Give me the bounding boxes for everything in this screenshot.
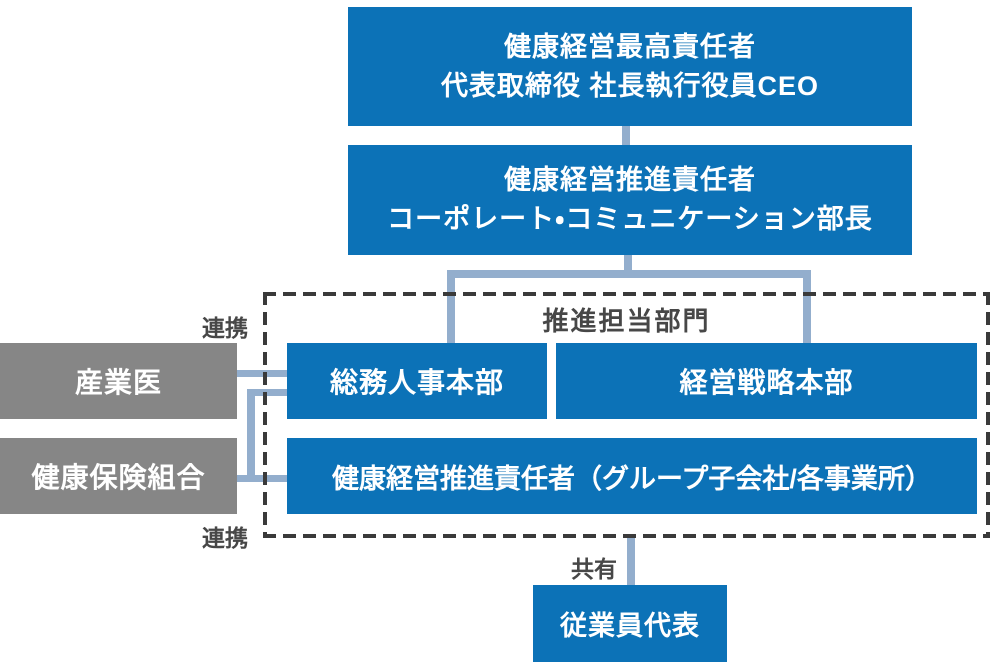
group-promoter-label: 健康経営推進責任者（グループ子会社/各事業所） bbox=[332, 463, 932, 494]
connector-share-to-employee bbox=[627, 537, 635, 585]
promoter-subtitle: コーポレート・コミュニケーション部長 bbox=[387, 204, 873, 234]
dept-frame-border-top bbox=[263, 292, 990, 296]
connector-split-horizontal bbox=[447, 270, 811, 278]
connector-drop-to-keiei bbox=[803, 270, 811, 343]
sangyoui-label: 産業医 bbox=[74, 367, 162, 398]
soumu-label: 総務人事本部 bbox=[329, 367, 504, 398]
kenpo-label: 健康保険組合 bbox=[31, 462, 206, 493]
dept-frame-border-left bbox=[263, 292, 267, 538]
kenpo-box: 健康保険組合 bbox=[0, 438, 237, 514]
ceo-title: 健康経営最高責任者 bbox=[504, 31, 756, 62]
kyouyu-label: 共有 bbox=[571, 556, 617, 582]
dept-frame-border-bottom bbox=[263, 534, 990, 538]
employee-label: 従業員代表 bbox=[560, 611, 700, 641]
ceo-subtitle: 代表取締役 社長執行役員CEO bbox=[440, 70, 819, 101]
dept-frame-label: 推進担当部門 bbox=[542, 306, 711, 336]
keiei-label: 経営戦略本部 bbox=[679, 367, 854, 398]
promoter-title: 健康経営推進責任者 bbox=[504, 165, 756, 195]
connector-kenpo-branch-vertical bbox=[247, 389, 255, 482]
connector-kenpo-to-group bbox=[237, 475, 287, 482]
renkei-label-top: 連携 bbox=[202, 315, 248, 341]
renkei-label-bottom: 連携 bbox=[202, 525, 248, 551]
connector-kenpo-branch-horizontal bbox=[247, 389, 287, 396]
ceo-box: 健康経営最高責任者 代表取締役 社長執行役員CEO bbox=[348, 7, 912, 126]
dept-frame-border-right bbox=[986, 292, 990, 538]
connector-ceo-to-promoter bbox=[622, 126, 630, 145]
keiei-box: 経営戦略本部 bbox=[556, 343, 977, 419]
employee-box: 従業員代表 bbox=[533, 585, 727, 662]
group-promoter-box: 健康経営推進責任者（グループ子会社/各事業所） bbox=[287, 438, 977, 514]
connector-sangyoui-to-soumu bbox=[237, 370, 287, 377]
connector-drop-to-soumu bbox=[447, 270, 455, 343]
sangyoui-box: 産業医 bbox=[0, 343, 237, 419]
soumu-box: 総務人事本部 bbox=[287, 343, 547, 419]
promoter-box: 健康経営推進責任者 コーポレート・コミュニケーション部長 bbox=[348, 145, 912, 255]
connector-promoter-stub bbox=[624, 255, 632, 273]
